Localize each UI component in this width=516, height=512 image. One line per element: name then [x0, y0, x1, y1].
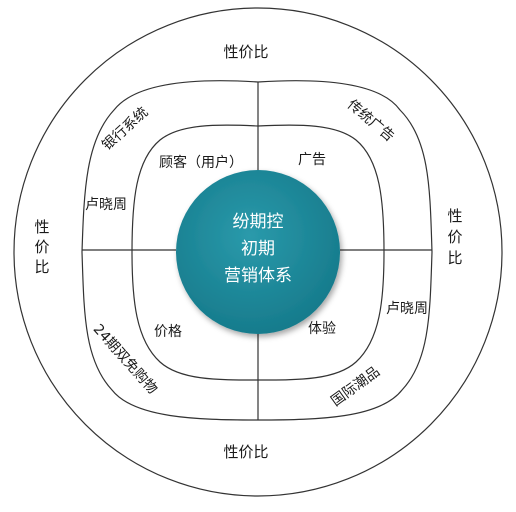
inner-label-bottom-right: 体验: [308, 321, 336, 337]
outer-label-left-1: 性: [34, 218, 49, 236]
outer-label-left-2: 价: [34, 238, 49, 256]
middle-label-left: 卢晓周: [85, 197, 127, 213]
center-line-1: 纷期控: [233, 212, 284, 232]
inner-label-bottom-left: 价格: [154, 324, 182, 340]
outer-ring: [13, 7, 503, 497]
center-line-2: 初期: [241, 239, 275, 259]
outer-label-right-3: 比: [447, 249, 462, 267]
center-line-3: 营销体系: [224, 266, 292, 286]
outer-label-top: 性价比: [223, 43, 268, 61]
inner-label-top-left: 顾客（用户）: [159, 154, 243, 171]
middle-label-right: 卢晓周: [386, 301, 428, 317]
middle-label-bottom-right: 国际潮品: [328, 364, 383, 410]
middle-label-top-left: 银行系统: [99, 104, 151, 153]
outer-label-left-3: 比: [34, 258, 49, 276]
center-circle: [176, 170, 340, 334]
outer-label-right-1: 性: [447, 207, 462, 225]
outer-label-bottom: 性价比: [223, 443, 268, 461]
inner-label-top-right: 广告: [298, 152, 326, 168]
outer-label-right-2: 价: [447, 228, 462, 246]
middle-label-bottom-left: 24期双免购物: [90, 321, 161, 397]
